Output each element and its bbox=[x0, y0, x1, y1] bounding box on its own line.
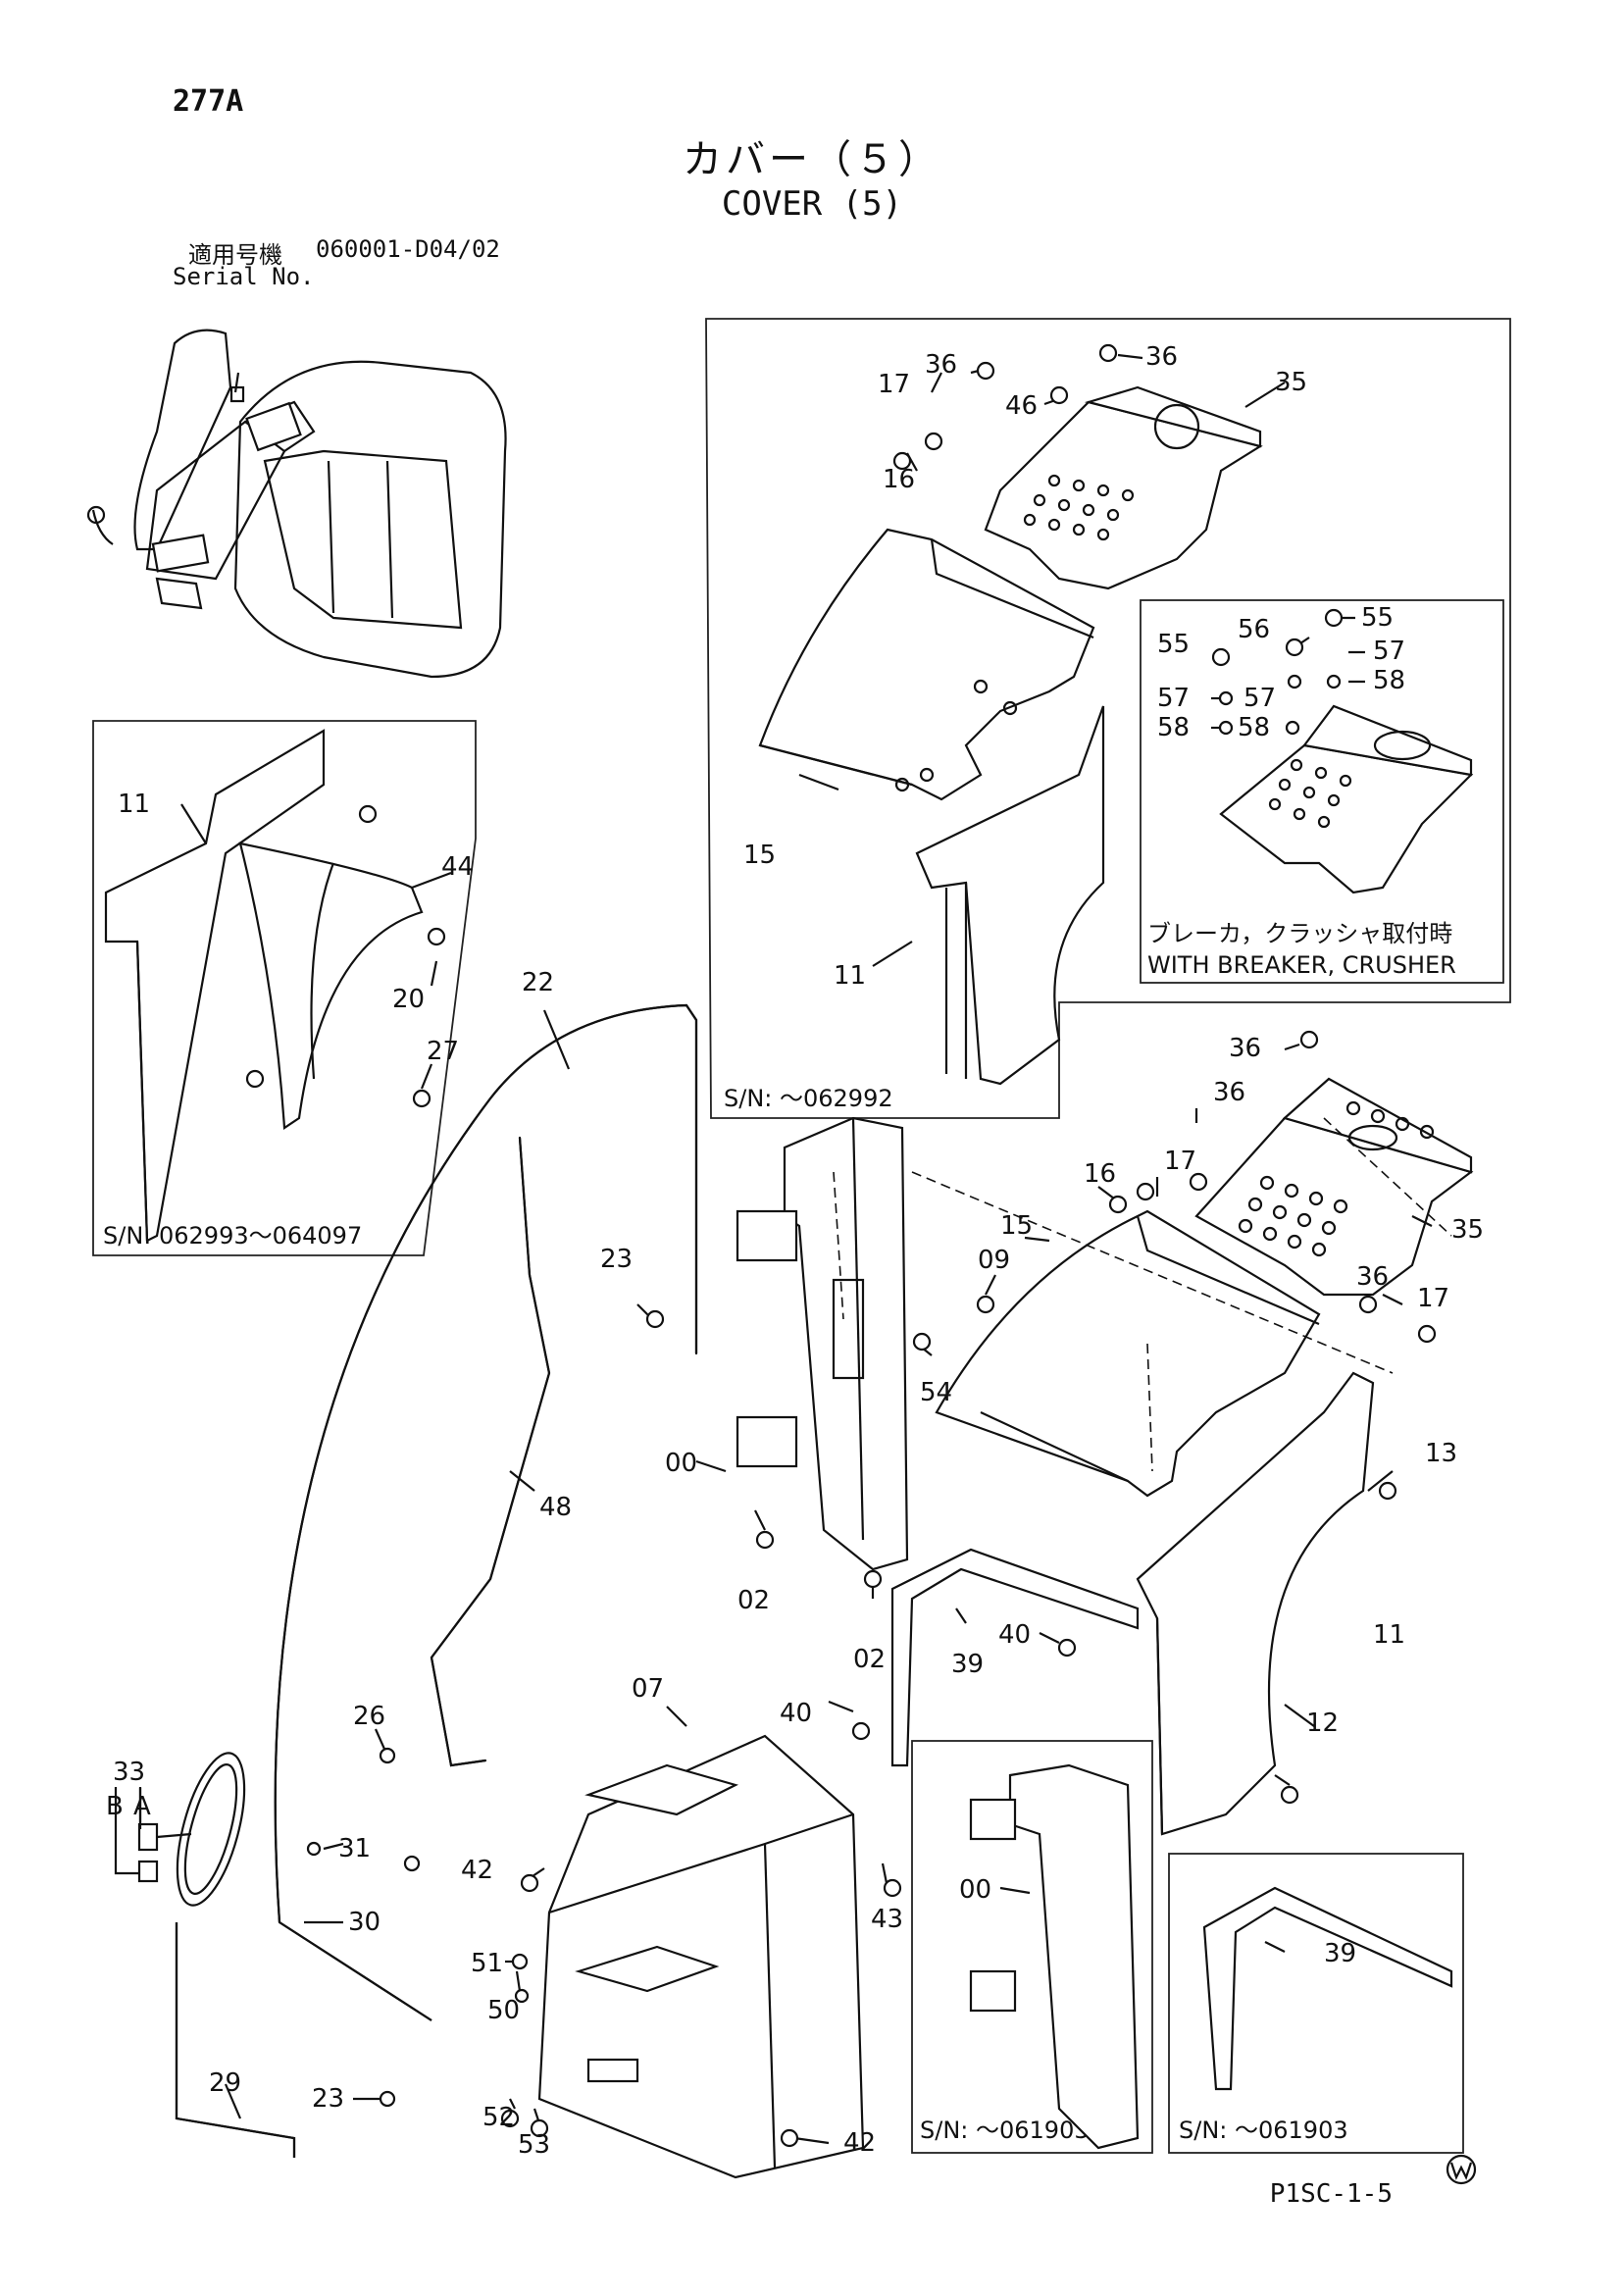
part-label: 30 bbox=[348, 1908, 381, 1937]
breaker-note-japanese: ブレーカ，クラッシャ取付時 bbox=[1147, 920, 1452, 947]
part-label: 50 bbox=[487, 1996, 520, 2025]
part-label: 13 bbox=[1425, 1439, 1457, 1468]
main-step-holes bbox=[1238, 1100, 1435, 1257]
inset-box-lower-mid: S/N: ～061903 bbox=[911, 1740, 1153, 2154]
left-inset-parts bbox=[104, 729, 424, 1243]
part-label: 51 bbox=[471, 1949, 503, 1978]
bracket-39 bbox=[890, 1548, 1140, 1767]
upper-inset-parts bbox=[758, 385, 1263, 1086]
step-plate-holes bbox=[1023, 474, 1135, 541]
part-label: 12 bbox=[1306, 1709, 1339, 1738]
part-label: 57 bbox=[1157, 684, 1190, 713]
part-label: 58 bbox=[1373, 666, 1405, 695]
part-label: 17 bbox=[878, 370, 910, 399]
assembly-guide-lines bbox=[833, 1117, 1452, 1472]
part-number-labels: 33 B A 26 31 30 29 23 22 27 23 48 00 02 … bbox=[106, 342, 1484, 2160]
part-label: 33 bbox=[113, 1758, 145, 1787]
part-label: 23 bbox=[312, 2084, 344, 2114]
bolt-fasteners bbox=[245, 343, 1437, 2148]
part-label: 42 bbox=[843, 2128, 876, 2158]
part-label: 39 bbox=[951, 1650, 984, 1679]
bracket-11-main bbox=[1136, 1371, 1375, 1836]
breaker-inset-parts bbox=[1219, 704, 1474, 894]
part-label: 20 bbox=[392, 985, 425, 1014]
part-label: 55 bbox=[1157, 630, 1190, 659]
part-label: 53 bbox=[518, 2130, 550, 2160]
part-label: 16 bbox=[883, 465, 915, 494]
part-label: 15 bbox=[1000, 1211, 1033, 1241]
part-label: 07 bbox=[632, 1674, 664, 1704]
part-label: 11 bbox=[1373, 1620, 1405, 1650]
handrail-assembly bbox=[175, 1003, 698, 2158]
part-label: 58 bbox=[1157, 713, 1190, 742]
part-label: 02 bbox=[737, 1586, 770, 1615]
part-label: 22 bbox=[522, 968, 554, 997]
inset-sn-left: S/N: 062993～064097 bbox=[103, 1222, 362, 1250]
serial-number-range: 060001-D04/02 bbox=[316, 235, 500, 263]
part-label: 39 bbox=[1324, 1939, 1356, 1968]
part-label: 58 bbox=[1238, 713, 1270, 742]
part-label: 42 bbox=[461, 1856, 493, 1885]
part-label: 35 bbox=[1451, 1215, 1484, 1245]
part-label: 31 bbox=[338, 1834, 371, 1863]
main-cover-and-step bbox=[935, 1077, 1474, 1498]
lower-mid-inset-bracket bbox=[969, 1763, 1140, 2150]
part-label: 44 bbox=[441, 852, 474, 882]
part-label: 43 bbox=[871, 1905, 903, 1934]
lower-right-inset-bracket bbox=[1202, 1886, 1453, 2091]
inset-sn-lower-right: S/N: ～061903 bbox=[1179, 2117, 1348, 2144]
bracket-00 bbox=[736, 1116, 909, 1571]
page-title-japanese: カバー（５） bbox=[683, 137, 941, 182]
page-title-english: COVER (5) bbox=[721, 184, 903, 224]
part-label: 56 bbox=[1238, 615, 1270, 644]
part-label: 27 bbox=[427, 1037, 459, 1066]
part-label: 23 bbox=[600, 1245, 633, 1274]
part-label: 46 bbox=[1005, 391, 1038, 421]
part-label: 35 bbox=[1275, 368, 1307, 397]
part-label: 36 bbox=[1145, 342, 1178, 372]
part-label: 40 bbox=[780, 1699, 812, 1728]
part-label: 09 bbox=[978, 1246, 1010, 1275]
part-label: 11 bbox=[118, 790, 150, 819]
part-label: 02 bbox=[853, 1645, 886, 1674]
part-label: 11 bbox=[834, 961, 866, 991]
part-label: 00 bbox=[959, 1875, 991, 1905]
part-label: 57 bbox=[1243, 684, 1276, 713]
machine-overview-illustration bbox=[86, 329, 507, 679]
part-label: 16 bbox=[1084, 1159, 1116, 1189]
inset-sn-upper: S/N: ～062992 bbox=[724, 1085, 893, 1112]
serial-label-japanese: 適用号機 bbox=[188, 241, 282, 269]
step-box-07 bbox=[537, 1734, 865, 2179]
part-label: B bbox=[106, 1792, 124, 1821]
part-label: 48 bbox=[539, 1493, 572, 1522]
part-label: 29 bbox=[209, 2068, 241, 2098]
part-label: A bbox=[133, 1792, 151, 1821]
serial-label-english: Serial No. bbox=[173, 263, 315, 290]
part-label: 55 bbox=[1361, 603, 1394, 633]
part-label: 17 bbox=[1164, 1147, 1196, 1176]
part-label: 52 bbox=[482, 2103, 515, 2132]
inset-box-breaker: ブレーカ，クラッシャ取付時 WITH BREAKER, CRUSHER bbox=[1140, 599, 1504, 984]
part-label: 26 bbox=[353, 1702, 385, 1731]
inset-box-upper: S/N: ～062992 bbox=[705, 318, 1511, 1119]
circled-w-mark bbox=[1446, 2154, 1477, 2185]
part-label: 15 bbox=[743, 841, 776, 870]
part-label: 57 bbox=[1373, 637, 1405, 666]
mirror-assembly bbox=[137, 1752, 246, 1907]
part-label: 17 bbox=[1417, 1284, 1449, 1313]
inset-sn-lower-mid: S/N: ～061903 bbox=[920, 2117, 1090, 2144]
document-code: P1SC-1-5 bbox=[1269, 2179, 1393, 2209]
part-label: 00 bbox=[665, 1449, 697, 1478]
part-label: 36 bbox=[1229, 1034, 1261, 1063]
part-label: 36 bbox=[1213, 1078, 1245, 1107]
part-label: 36 bbox=[1356, 1262, 1389, 1292]
part-label: 36 bbox=[925, 350, 957, 380]
part-label: 40 bbox=[998, 1620, 1031, 1650]
part-label: 54 bbox=[920, 1378, 952, 1407]
page-number: 277A bbox=[173, 84, 244, 119]
inset-box-lower-right: S/N: ～061903 bbox=[1168, 1853, 1464, 2154]
breaker-note-english: WITH BREAKER, CRUSHER bbox=[1147, 951, 1456, 979]
